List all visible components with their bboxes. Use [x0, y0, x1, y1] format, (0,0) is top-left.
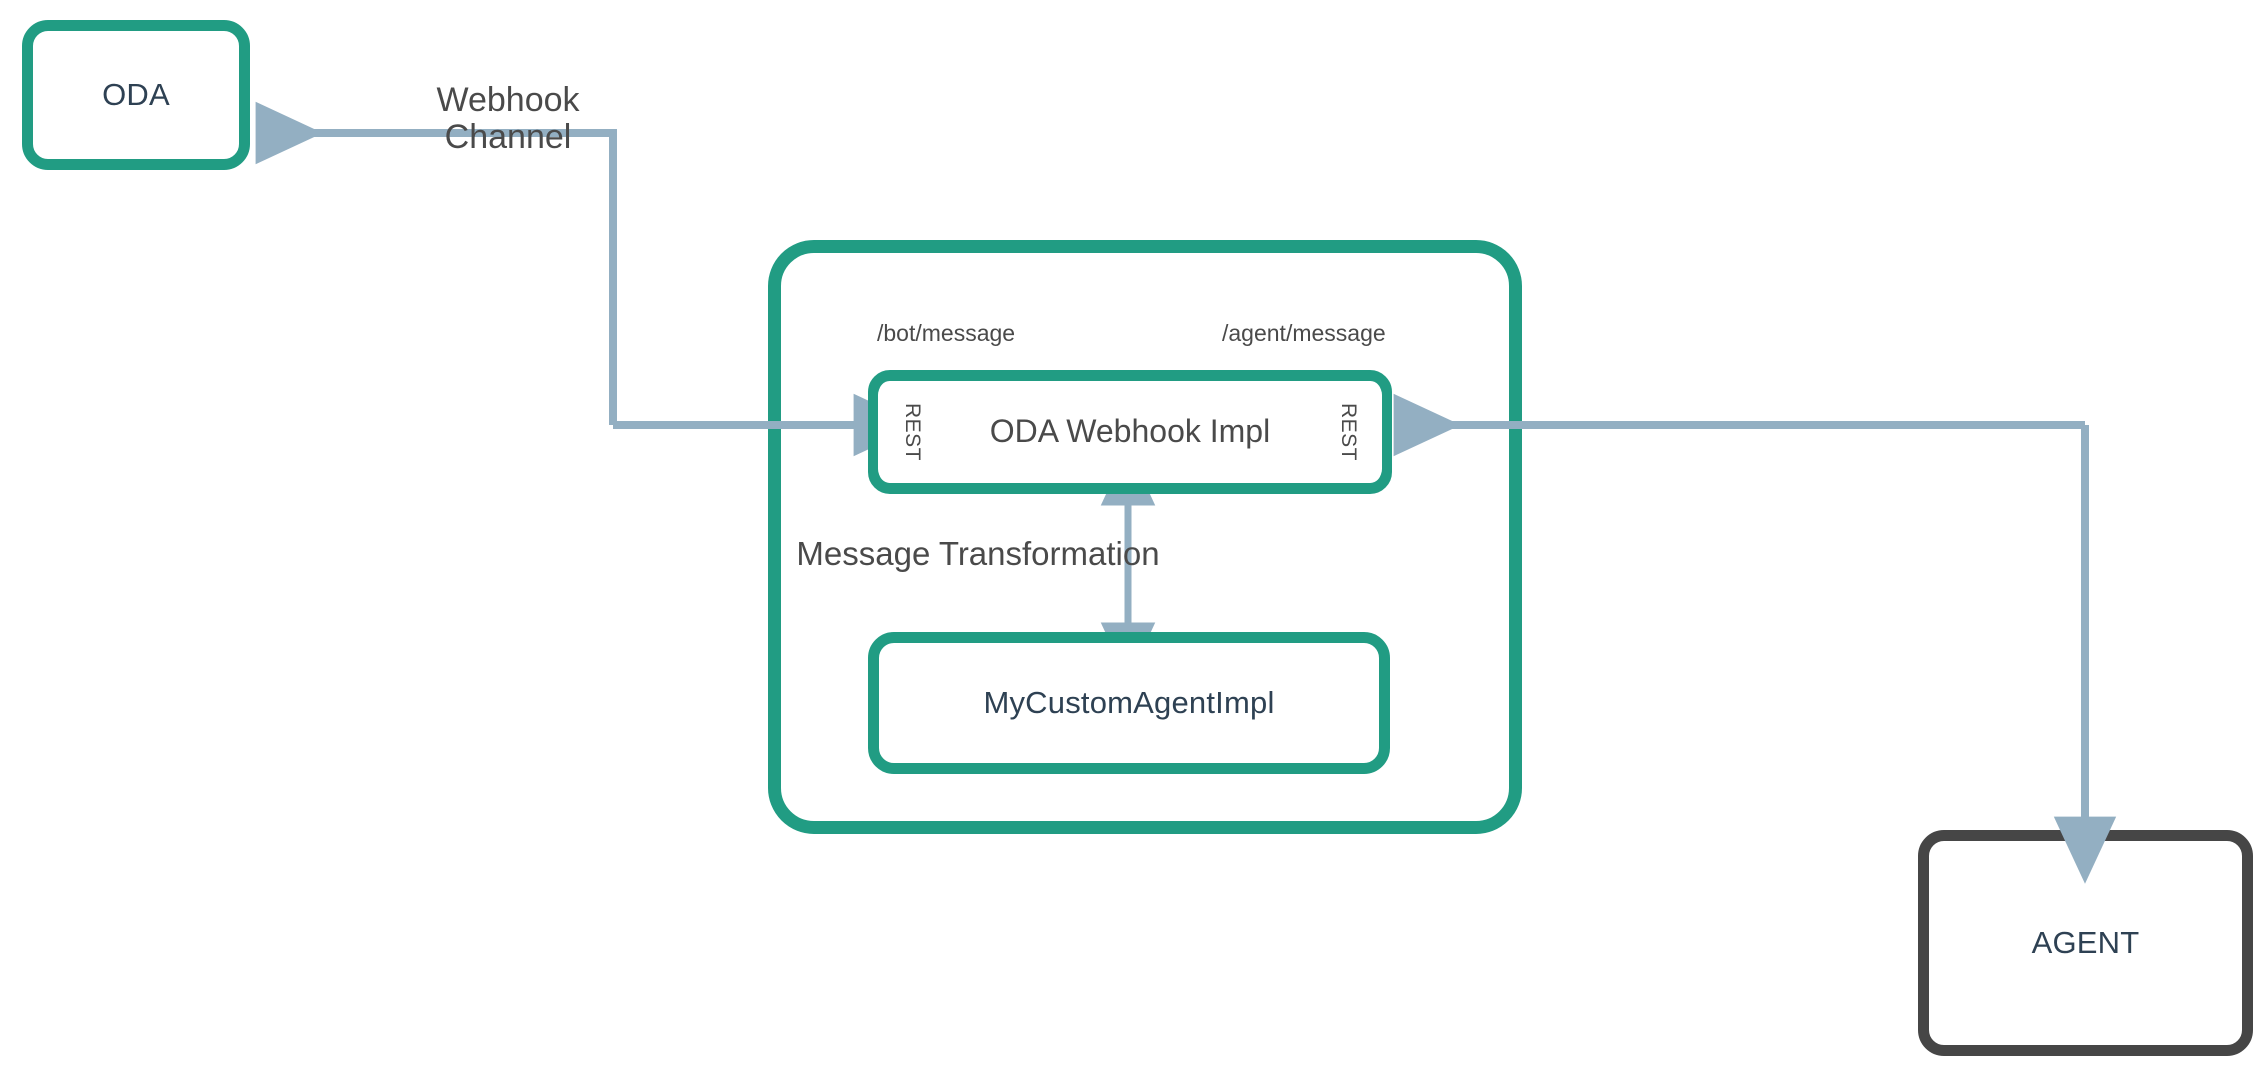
- caption-bot-message: /bot/message: [877, 320, 1016, 346]
- node-oda-webhook-impl[interactable]: REST ODA Webhook Impl REST: [868, 370, 1392, 494]
- node-my-custom-agent-impl[interactable]: MyCustomAgentImpl: [868, 632, 1390, 774]
- caption-agent-message: /agent/message: [1222, 320, 1386, 346]
- edge-label-webhook-channel: Webhook Channel: [408, 82, 608, 155]
- port-rest-right[interactable]: REST: [1314, 381, 1382, 483]
- node-my-custom-agent-impl-label: MyCustomAgentImpl: [983, 685, 1275, 721]
- node-agent[interactable]: AGENT: [1918, 830, 2253, 1056]
- node-oda-label: ODA: [102, 77, 170, 113]
- node-oda-webhook-impl-label: ODA Webhook Impl: [946, 381, 1314, 483]
- edge-label-webhook-channel-line2: Channel: [444, 117, 572, 156]
- edge-label-webhook-channel-line1: Webhook: [436, 81, 580, 119]
- port-rest-right-label: REST: [1337, 402, 1360, 461]
- edge-label-message-transformation: Message Transformation: [796, 535, 1160, 572]
- port-rest-left[interactable]: REST: [878, 381, 946, 483]
- node-oda[interactable]: ODA: [22, 20, 250, 170]
- port-rest-left-label: REST: [901, 402, 924, 461]
- node-agent-label: AGENT: [2031, 925, 2140, 961]
- edge-webhook-channel: [255, 101, 617, 425]
